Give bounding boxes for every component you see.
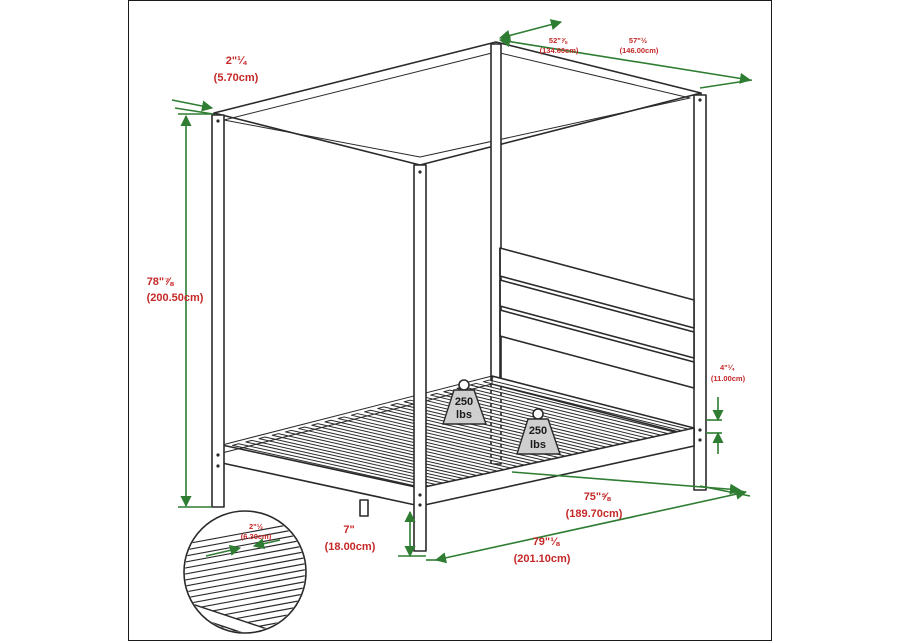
slat-gap-metric: (6.30cm)	[241, 532, 272, 541]
weight-tag-1: 250 lbs	[442, 379, 487, 425]
weight-tag-2-value: 250	[529, 425, 547, 437]
front-right-post	[413, 164, 427, 552]
headboard	[499, 247, 695, 389]
detail-slat	[185, 554, 305, 588]
outer-length-label: 79"⅛	[533, 536, 560, 548]
weight-tag-2: 250 lbs	[516, 408, 561, 455]
weight-tag-2-unit: lbs	[530, 439, 546, 451]
canopy-bed-drawing	[211, 41, 707, 552]
dimension-lines	[171, 19, 753, 564]
detail-slat	[185, 578, 305, 612]
post-width-metric: (5.70cm)	[214, 72, 259, 84]
center-support-leg	[359, 499, 369, 517]
outer-width-label: 57"½	[629, 36, 647, 45]
headboard-gap-label: 4"¼	[720, 363, 735, 372]
weight-tag-1-value: 250	[455, 396, 473, 408]
detail-slat	[185, 530, 305, 564]
detail-slat	[185, 566, 305, 600]
weight-capacity-tags: 250 lbs 250 lbs	[442, 379, 561, 455]
canopy-frame	[213, 41, 702, 172]
clearance-metric: (18.00cm)	[325, 541, 376, 553]
diagram-frame	[128, 0, 772, 641]
height-label: 78"⅞	[147, 276, 174, 288]
post-width-label: 2"¼	[226, 55, 247, 67]
outer-width-metric: (146.00cm)	[620, 46, 659, 55]
slat-gap-detail-callout: 2"½ (6.30cm)	[183, 510, 307, 634]
slat-gap-label: 2"½	[249, 522, 263, 531]
detail-slat	[185, 542, 305, 576]
detail-rail	[185, 599, 301, 632]
dimension-labels: 2"¼ (5.70cm) 78"⅞ (200.50cm) 52"⅞ (134.6…	[147, 36, 746, 565]
bolt-holes	[216, 98, 702, 507]
inner-length-label: 75"⅝	[584, 491, 611, 503]
inner-width-label: 52"⅞	[549, 36, 568, 45]
headboard-gap-metric: (11.00cm)	[711, 374, 746, 383]
outer-length-metric: (201.10cm)	[514, 553, 571, 565]
front-left-post	[211, 114, 225, 508]
inner-width-metric: (134.60cm)	[540, 46, 579, 55]
weight-tag-1-unit: lbs	[456, 409, 472, 421]
height-metric: (200.50cm)	[147, 292, 204, 304]
inner-length-metric: (189.70cm)	[566, 508, 623, 520]
clearance-label: 7"	[343, 524, 354, 536]
